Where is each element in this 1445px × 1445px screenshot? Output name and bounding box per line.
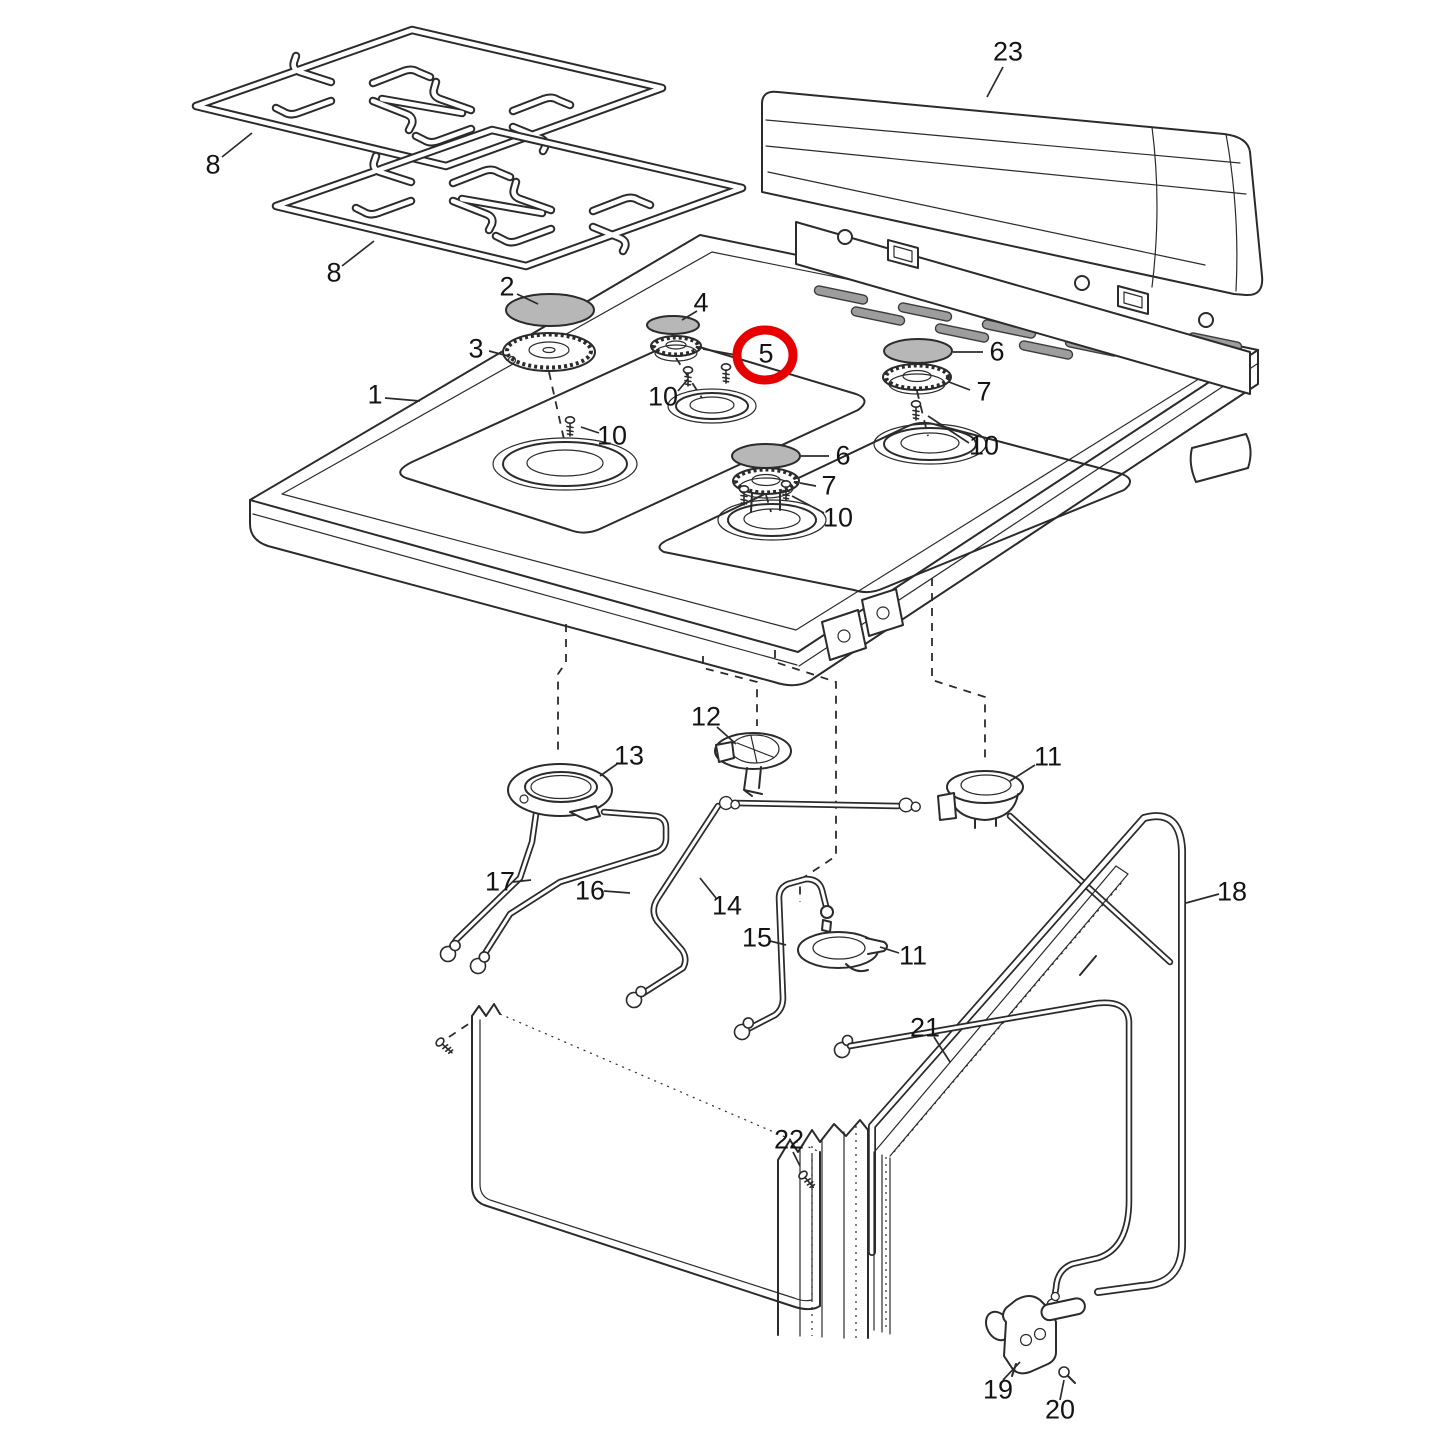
burner-openings — [492, 388, 987, 541]
highlight-circle-part-5 — [732, 325, 798, 385]
backguard-bracket — [795, 221, 1251, 395]
valve-19 — [985, 1290, 1086, 1377]
part-label-11-right: 11 — [1033, 741, 1063, 772]
burner-grate-lower — [276, 130, 742, 266]
part-label-8-lower-grate: 8 — [326, 257, 342, 288]
gas-tube-12-to-11 — [734, 803, 898, 806]
part-label-23-backguard: 23 — [992, 36, 1024, 67]
burner-cap-6-front — [731, 443, 801, 469]
part-label-2-cap: 2 — [499, 271, 515, 302]
cooktop-brackets — [821, 588, 904, 661]
burner-head-7-rear — [882, 363, 952, 395]
part-label-10-left: 10 — [596, 420, 628, 451]
part-label-21-panel: 21 — [909, 1012, 941, 1043]
part-label-6-front-cap: 6 — [835, 440, 851, 471]
fitting-20 — [1058, 1366, 1076, 1384]
part-label-4-cap: 4 — [693, 287, 709, 318]
part-label-16-tube: 16 — [574, 875, 606, 906]
part-label-10-center: 10 — [647, 381, 679, 412]
side-panel-21 — [873, 865, 1129, 1335]
part-label-7-front-head: 7 — [821, 470, 837, 501]
burner-cap-6-rear — [883, 338, 953, 364]
part-label-7-rear-head: 7 — [976, 376, 992, 407]
part-label-18-frame: 18 — [1216, 876, 1248, 907]
part-label-1-cooktop: 1 — [367, 379, 383, 410]
part-label-15-tube: 15 — [741, 922, 773, 953]
burner-grate-upper — [196, 30, 662, 166]
gas-tube-14 — [642, 806, 718, 994]
part-label-20-fitting: 20 — [1044, 1394, 1076, 1425]
part-label-14-tube: 14 — [711, 890, 743, 921]
burner-assembly-11-lower — [797, 905, 888, 973]
part-label-10-front: 10 — [822, 502, 854, 533]
part-label-22-screw: 22 — [773, 1124, 805, 1155]
rear-panel-zigzag — [777, 1119, 869, 1339]
burner-head-3 — [502, 332, 596, 372]
part-label-3-burner-head: 3 — [468, 333, 484, 364]
part-label-12-burner: 12 — [690, 701, 722, 732]
part-label-11-lower: 11 — [898, 940, 928, 971]
part-label-10-right: 10 — [968, 430, 1000, 461]
part-label-13-burner: 13 — [613, 740, 645, 771]
oven-frame-18 — [872, 816, 1182, 1292]
burner-assembly-12 — [714, 732, 792, 797]
burner-head-7-front — [732, 467, 800, 513]
part-label-19-valve: 19 — [982, 1374, 1014, 1405]
part-label-8-upper-grate: 8 — [205, 149, 221, 180]
part-label-17-tube: 17 — [484, 866, 516, 897]
bottom-panel — [433, 1003, 821, 1311]
part-label-6-rear-cap: 6 — [989, 336, 1005, 367]
burner-cap-4 — [646, 315, 700, 335]
burner-assembly-13 — [507, 763, 613, 821]
gas-supply-tube — [850, 1003, 1129, 1300]
burner-head-5 — [650, 335, 702, 362]
part-label-5-highlighted: 5 — [758, 338, 774, 369]
backguard-panel — [761, 90, 1264, 297]
callout-leader-lines — [221, 66, 1220, 1401]
burner-assembly-11-right — [937, 770, 1024, 829]
tube-end-fittings — [436, 794, 923, 1062]
burner-cap-2 — [505, 293, 595, 327]
